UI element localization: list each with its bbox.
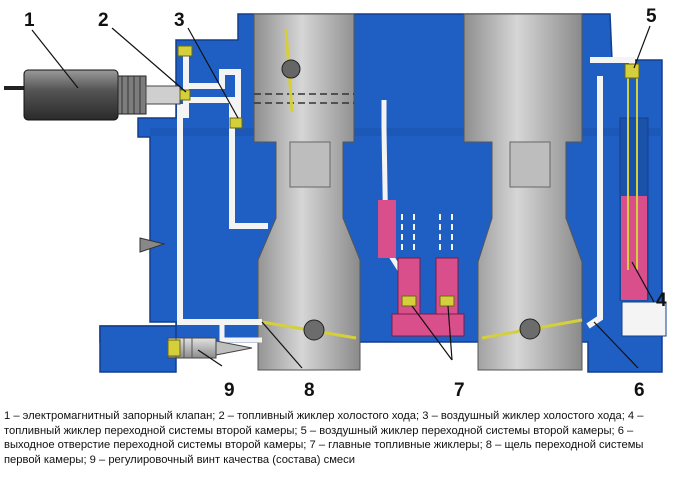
callout-2: 2 [98,10,109,31]
callout-3: 3 [174,10,185,31]
side-cone [139,237,166,253]
carburetor-cross-section-diagram: 1 2 3 4 5 6 7 8 9 [4,6,667,401]
figure-caption: 1 – электромагнитный запорный клапан; 2 … [4,410,644,466]
primary-chamber [253,13,361,371]
callout-labels: 1 2 3 4 5 6 7 8 9 [24,6,667,401]
solenoid-valve [4,45,243,129]
callout-8: 8 [304,380,315,401]
main-fuel-wells [378,200,465,337]
callout-4: 4 [656,290,667,311]
callout-6: 6 [634,380,645,401]
transition-system-channels [586,57,667,337]
callout-9: 9 [224,380,235,401]
callout-7: 7 [454,380,465,401]
idle-system-channels [177,52,403,343]
callout-1: 1 [24,10,35,31]
secondary-chamber [463,13,583,371]
leader-lines [31,25,655,369]
callout-5: 5 [646,6,657,27]
mixture-screw [167,337,253,359]
